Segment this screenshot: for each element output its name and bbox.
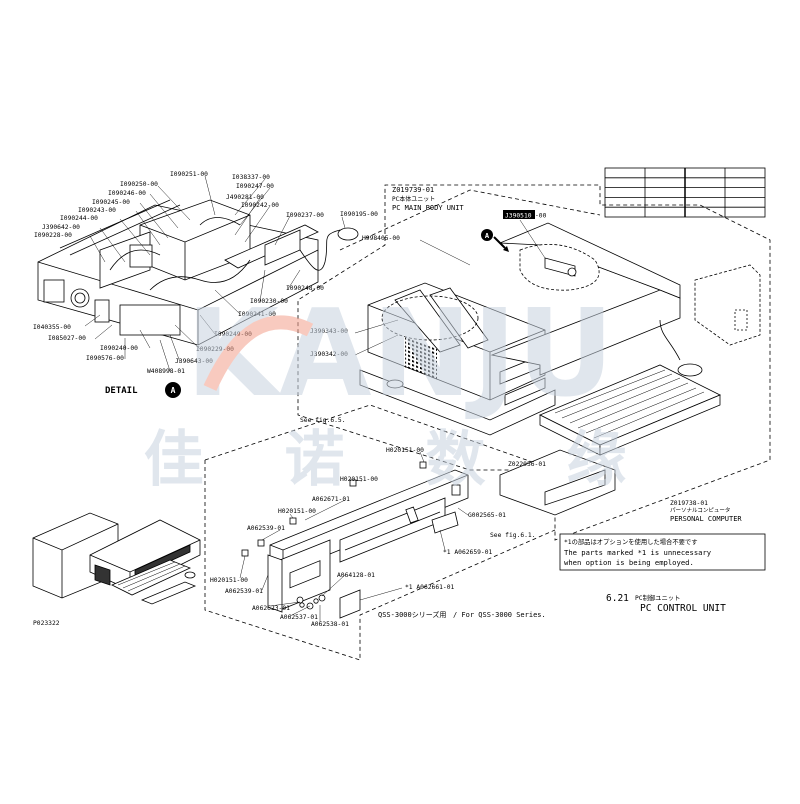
series-note: QSS-3000シリーズ用 / For QSS-3000 Series. [378,610,546,619]
part-label: *1 A062659-01 [443,549,492,556]
part-label: I090250-00 [120,181,158,188]
front-panel-part-no: Z022056-01 [508,461,546,468]
part-label: I090237-00 [286,212,324,219]
main-body-part-no: Z019739-01 [392,186,434,194]
part-label: I090241-00 [238,311,276,318]
part-label: I090245-00 [92,199,130,206]
note-jp: *1の部品はオプションを使用した場合不要です [564,537,698,546]
see-fig-65: See fig.6.5. [300,417,346,424]
section-en: PC CONTROL UNIT [640,603,726,614]
part-label: A062538-01 [311,621,349,628]
highlighted-part: J390510 -00 [503,210,547,220]
series-en: / For QSS-3000 Series. [453,611,546,619]
part-label: A064128-01 [337,572,375,579]
marker-a: A [481,229,509,252]
see-fig-61: See fig.6.1. [490,532,536,539]
section-number: 6.21 [606,593,629,604]
part-label: A062671-01 [312,496,350,503]
part-label: J390343-00 [310,328,348,335]
part-label: I090246-00 [108,190,146,197]
highlighted-part-suffix: -00 [535,213,547,220]
figure-number: P023322 [33,620,60,627]
part-label: I090251-00 [170,171,208,178]
part-label: A062539-01 [225,588,263,595]
watermark-latin: KANJU [186,285,614,424]
marker-a-letter: A [485,232,490,240]
highlighted-part-number: J390510 [505,213,532,220]
panel-part-labels: H020151-00 H020151-00 A062671-01 H020151… [210,447,506,628]
part-label: A062539-01 [247,525,285,532]
complete-pc-drawing [32,512,201,605]
personal-computer-unit [499,264,761,516]
section-jp: PC制御ユニット [635,593,680,602]
section-title: 6.21 PC制御ユニット PC CONTROL UNIT [606,593,726,614]
note-en-2: when option is being employed. [564,558,694,567]
part-label: I090229-00 [196,346,234,353]
part-label: I090240-00 [100,345,138,352]
part-label: J390643-00 [175,358,213,365]
main-body-labels: Z019739-01 PC本体ユニット PC MAIN BODY UNIT [392,186,464,212]
main-body-enclosure [204,184,771,661]
note-en-1: The parts marked *1 is unnecessary [564,548,712,557]
main-part-labels: H998405-00 J390343-00 J390342-00 [310,235,400,358]
part-label: I090230-00 [250,298,288,305]
part-label: I090228-00 [34,232,72,239]
part-label: J390642-00 [42,224,80,231]
part-label: I090247-00 [236,183,274,190]
watermark: KANJU 佳 诺 数 缘 [144,285,657,495]
detail-marker: A [165,382,181,398]
pc-jp: パーソナルコンピュータ [670,506,730,514]
pc-en: PERSONAL COMPUTER [670,515,742,523]
part-label: W408998-01 [147,368,185,375]
detail-part-labels: I090251-00 I038337-00 I090250-00 I090247… [33,171,378,375]
main-leaders [354,219,546,356]
part-label: *1 A062661-01 [405,584,454,591]
main-body-en: PC MAIN BODY UNIT [392,204,464,212]
watermark-cjk: 佳 诺 数 缘 [144,425,657,495]
part-label: J490281-00 [226,194,264,201]
part-label: I090249-00 [214,331,252,338]
detail-chassis [37,199,359,346]
panel-leaders [239,451,469,622]
part-label: I090248-00 [286,285,324,292]
part-label: A062623-01 [252,605,290,612]
part-label: H020151-00 [386,447,424,454]
revision-table [604,167,766,218]
front-panel-assembly [241,461,469,619]
part-label: I090576-00 [86,355,124,362]
pc-part-no: Z019738-01 [670,500,708,507]
part-label: G002565-01 [468,512,506,519]
series-jp: QSS-3000シリーズ用 [378,610,446,619]
part-label: H020151-00 [278,508,316,515]
part-label: I040355-00 [33,324,71,331]
detail-label: DETAIL [105,386,138,396]
main-body-unit [359,222,681,436]
personal-computer-labels: Z019738-01 パーソナルコンピュータ PERSONAL COMPUTER [670,500,742,523]
main-body-jp: PC本体ユニット [392,195,435,203]
detail-leaders [84,175,346,372]
part-label: I090242-00 [241,202,279,209]
part-label: I090195-00 [340,211,378,218]
part-label: A062537-01 [280,614,318,621]
part-label: H998405-00 [362,235,400,242]
part-label: I090243-00 [78,207,116,214]
part-label: H020151-00 [210,577,248,584]
part-label: I085027-00 [48,335,86,342]
part-label: H020151-00 [340,476,378,483]
part-label: I038337-00 [232,174,270,181]
part-label: J390342-00 [310,351,348,358]
note-box: *1の部品はオプションを使用した場合不要です The parts marked … [559,533,766,571]
detail-marker-letter: A [171,386,176,395]
part-label: I090244-00 [60,215,98,222]
